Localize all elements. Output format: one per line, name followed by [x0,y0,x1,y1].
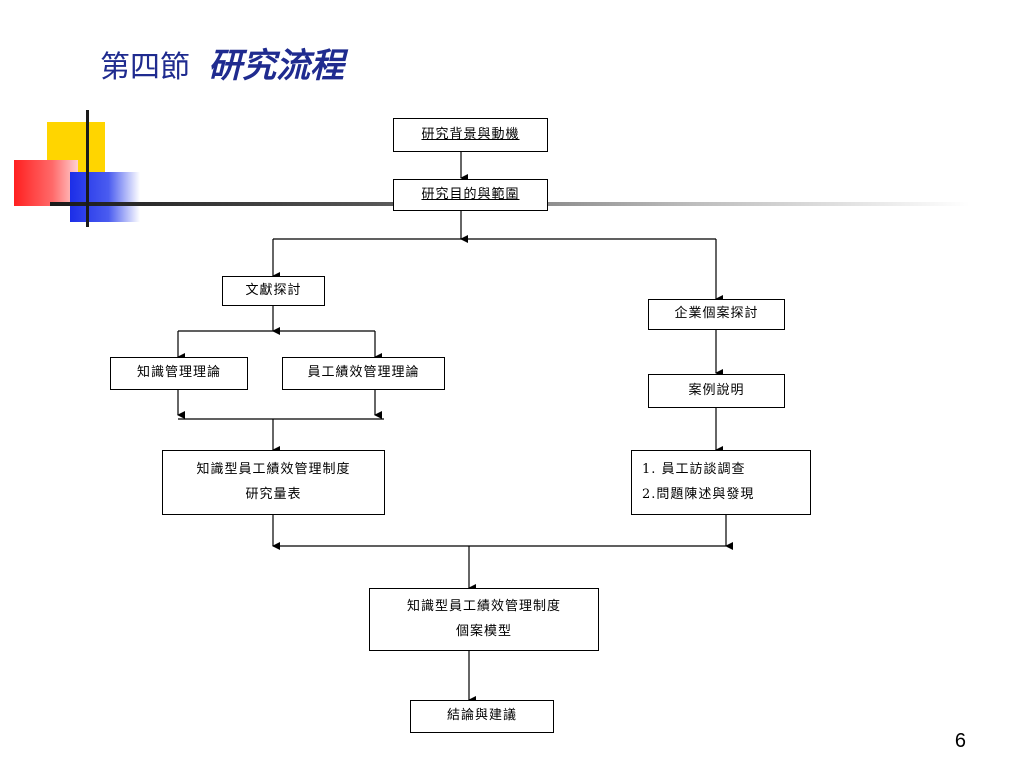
label-km-theory: 知識管理理論 [136,365,221,381]
title-topic: 研究流程 [208,46,344,86]
box-survey: 1. 員工訪談調查 2.問題陳述與發現 [631,450,811,515]
label-scale-line1: 知識型員工績效管理制度 [196,461,351,477]
label-survey-line2: 2.問題陳述與發現 [642,486,755,502]
box-case-review: 企業個案探討 [648,299,785,330]
label-conclusion: 結論與建議 [446,708,517,724]
box-perf-theory: 員工績效管理理論 [282,357,445,390]
label-literature: 文獻探討 [245,282,302,298]
box-literature: 文獻探討 [222,276,325,306]
box-background: 研究背景與動機 [393,118,548,152]
decor-blue-square [70,172,140,222]
label-model-line2: 個案模型 [455,623,512,639]
box-case-description: 案例說明 [648,374,785,408]
box-purpose: 研究目的與範圍 [393,179,548,211]
label-scale-line2: 研究量表 [245,486,302,502]
box-km-theory: 知識管理理論 [110,357,248,390]
label-case-review: 企業個案探討 [674,306,759,322]
page-number: 6 [954,730,966,752]
label-perf-theory: 員工績效管理理論 [307,365,420,381]
decor-red-square [14,160,78,206]
slide-title: 第四節研究流程 [100,38,344,87]
box-conclusion: 結論與建議 [410,700,554,733]
label-case-description: 案例說明 [688,382,745,398]
label-purpose: 研究目的與範圍 [421,186,520,202]
label-survey-line1: 1. 員工訪談調查 [642,461,746,477]
label-model-line1: 知識型員工績效管理制度 [406,598,561,614]
decor-vertical-rule [86,110,89,227]
box-case-model: 知識型員工績效管理制度 個案模型 [369,588,599,651]
label-background: 研究背景與動機 [421,126,520,142]
title-section: 第四節 [100,50,190,85]
box-research-scale: 知識型員工績效管理制度 研究量表 [162,450,385,515]
